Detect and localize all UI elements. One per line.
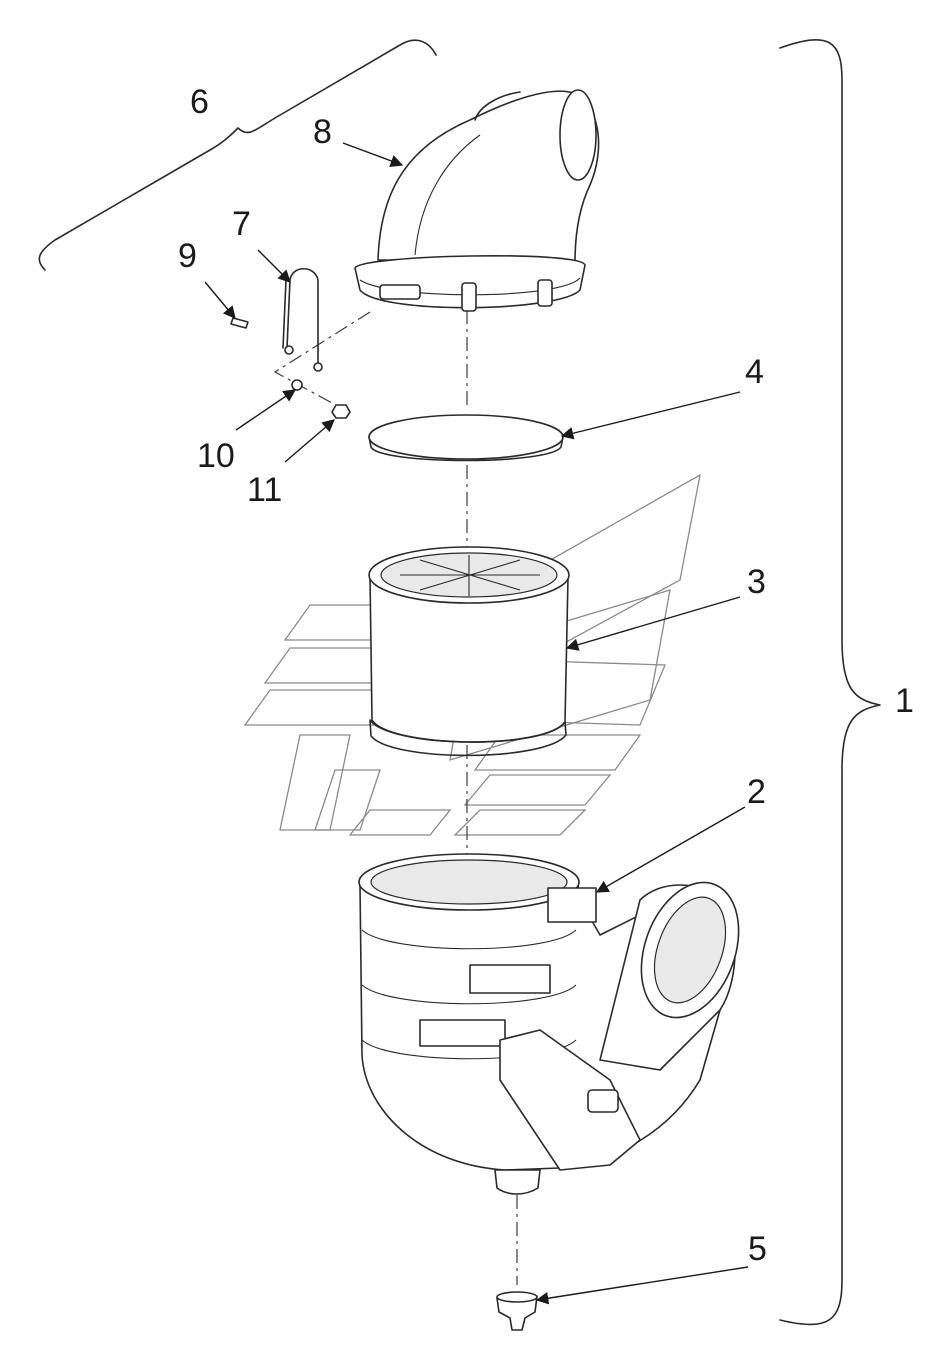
leader-9	[204, 281, 236, 319]
washer	[291, 379, 303, 391]
clamp-axis	[273, 311, 371, 411]
u-bolt-clamp	[282, 267, 323, 372]
cover-elbow	[354, 89, 600, 312]
callout-11: 11	[247, 471, 282, 509]
callout-10: 10	[197, 437, 235, 475]
dust-valve	[496, 1291, 538, 1331]
leader-10	[235, 389, 297, 431]
callout-6: 6	[190, 83, 209, 121]
leader-11	[284, 419, 335, 463]
filter-element	[368, 546, 570, 757]
callout-9: 9	[178, 237, 197, 275]
brace-assembly-6	[38, 39, 437, 271]
leader-8	[342, 142, 404, 167]
callout-8: 8	[313, 113, 332, 151]
housing-body	[358, 853, 740, 1195]
leader-2	[595, 806, 746, 893]
callout-7: 7	[232, 205, 251, 243]
watermark-logo	[243, 473, 701, 836]
callout-4: 4	[745, 353, 764, 391]
callout-5: 5	[748, 1230, 767, 1268]
leader-5	[535, 1266, 749, 1305]
screw	[230, 317, 249, 329]
brace-assembly-1	[779, 39, 881, 1326]
leader-3	[565, 596, 741, 651]
seal-gasket	[368, 414, 564, 462]
leader-7	[257, 249, 291, 283]
nut	[331, 404, 351, 419]
callout-3: 3	[747, 563, 766, 601]
callout-1: 1	[895, 682, 914, 720]
leader-4	[560, 391, 741, 440]
callout-2: 2	[747, 773, 766, 811]
